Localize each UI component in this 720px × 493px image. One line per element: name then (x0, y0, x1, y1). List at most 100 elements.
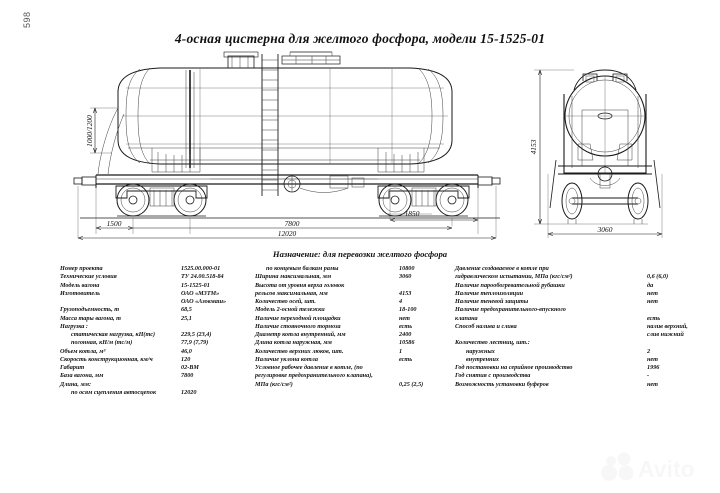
spec-label: погонная, кН/м (тс/м) (71, 339, 133, 347)
spec-label: Год постановки на серийное производство (455, 364, 573, 371)
spec-row: Длина котла наружная, мм 10586 (255, 339, 455, 347)
spec-label: Нагрузка : (60, 322, 88, 330)
coupler-left (73, 176, 97, 186)
dim-3060: 3060 (597, 225, 613, 234)
dim-4153: 4153 (529, 139, 538, 154)
spec-label: Давление создаваемое в котле при (455, 265, 549, 272)
spec-label: по концевым балкам рамы (266, 265, 339, 272)
spec-value: 229,5 (23,4) (181, 331, 212, 338)
spec-row: Длина, мм: (60, 381, 240, 389)
spec-label: гидравлическом испытании, МПа (кгс/см²) (455, 273, 573, 281)
spec-row: ОАО «Азовмаш» (60, 298, 240, 306)
spec-row: Год постановки на серийное производство 1… (455, 364, 710, 372)
spec-row: Количество верхних люков, шт.1 (255, 348, 455, 356)
spec-value: есть (399, 355, 413, 363)
spec-row: Наличие уклона котла есть (255, 356, 455, 364)
avito-logo-icon: Avito (601, 452, 695, 482)
spec-value: 02-ВМ (181, 364, 199, 371)
spec-label: Наличие теневой защиты (455, 298, 529, 305)
spec-value: - (647, 372, 650, 380)
bottom-drain-valve (283, 175, 301, 193)
spec-label: Длина, мм: (60, 380, 92, 388)
spec-label: по осям сцепления автосцепок (71, 388, 157, 396)
spec-value: нет (647, 380, 658, 388)
spec-value: 46,0 (181, 347, 192, 355)
dim-7800: 7800 (285, 219, 300, 228)
spec-value: 2 (647, 347, 651, 355)
spec-value: слив нижний (647, 331, 684, 338)
spec-value: 10586 (399, 339, 415, 347)
spec-row: Количество осей, шт.4 (255, 298, 455, 306)
dim-1850: 1850 (405, 209, 420, 218)
coupler-right (477, 176, 501, 186)
spec-value: 77,9 (7,79) (181, 339, 209, 347)
spec-label: Модель вагона (60, 281, 100, 289)
spec-label: Количество верхних люков, шт. (255, 347, 344, 355)
spec-value: 0,6 (6,0) (647, 273, 669, 281)
dim-height-1000-1200: 1000/1200 (85, 115, 94, 147)
spec-row: МПа (кгс/см²)0,25 (2,5) (255, 381, 455, 389)
spec-row: Условное рабочее давление в котле, (по (255, 364, 455, 372)
spec-row: гидравлическом испытании, МПа (кгс/см²) 0… (455, 273, 710, 281)
spec-label: статическая нагрузка, кН(тс) (71, 331, 156, 338)
spec-row: Количество лестниц, шт.: (455, 339, 710, 347)
spec-label: МПа (кгс/см²) (255, 380, 293, 388)
side-view-dimension-lines: 1500 7800 1850 12020 (77, 107, 497, 240)
top-hatch (223, 51, 259, 69)
spec-row: Высота от уровня верха головок (255, 282, 455, 290)
spec-row: Наличие предохранительного-впускного (455, 306, 710, 314)
spec-value: 120 (181, 355, 191, 363)
spec-value: 4 (399, 298, 403, 305)
spec-value: 1525.00.000-01 (181, 265, 221, 272)
spec-label: Наличие уклона котла (255, 355, 318, 363)
spec-row: статическая нагрузка, кН(тс) 229,5 (23,4) (60, 331, 240, 339)
spec-label: Длина котла наружная, мм (255, 339, 332, 347)
spec-label: Количество лестниц, шт.: (455, 339, 530, 347)
spec-row: Год снятия с производства - (455, 372, 710, 380)
spec-label: Ширина максимальная, мм (255, 273, 332, 281)
spec-label: Высота от уровня верха головок (255, 281, 345, 289)
spec-value: нет (647, 289, 658, 297)
spec-label: Грузоподъемность, т (60, 306, 120, 314)
bogie-right (377, 183, 470, 217)
spec-row: погонная, кН/м (тс/м) 77,9 (7,79) (60, 339, 240, 347)
spec-label: Год снятия с производства (455, 372, 531, 380)
page-number: 598 (22, 11, 32, 28)
spec-value: 1996 (647, 364, 660, 371)
spec-row: Номер проекта 1525.00.000-01 (60, 265, 240, 273)
spec-value: 18-100 (399, 306, 417, 314)
spec-label: Наличие стояночного тормоза (255, 322, 341, 330)
spec-value: налив верхний, (647, 322, 688, 330)
spec-label: Номер проекта (60, 265, 103, 272)
spec-label: Масса тары вагона, т (60, 314, 121, 322)
spec-label: регулировке предохранительного клапана), (255, 372, 373, 380)
spec-value: ТУ 24.00.518-84 (181, 273, 224, 281)
spec-value: 7800 (181, 372, 194, 380)
spec-value: ОАО «Азовмаш» (181, 298, 227, 305)
spec-value: 2400 (399, 331, 412, 338)
end-view-wheel-right (627, 182, 649, 220)
spec-value: 12020 (181, 388, 197, 396)
spec-label: Объем котла, м³ (60, 347, 106, 355)
avito-watermark: Avito (598, 451, 710, 485)
spec-value: нет (399, 314, 410, 322)
